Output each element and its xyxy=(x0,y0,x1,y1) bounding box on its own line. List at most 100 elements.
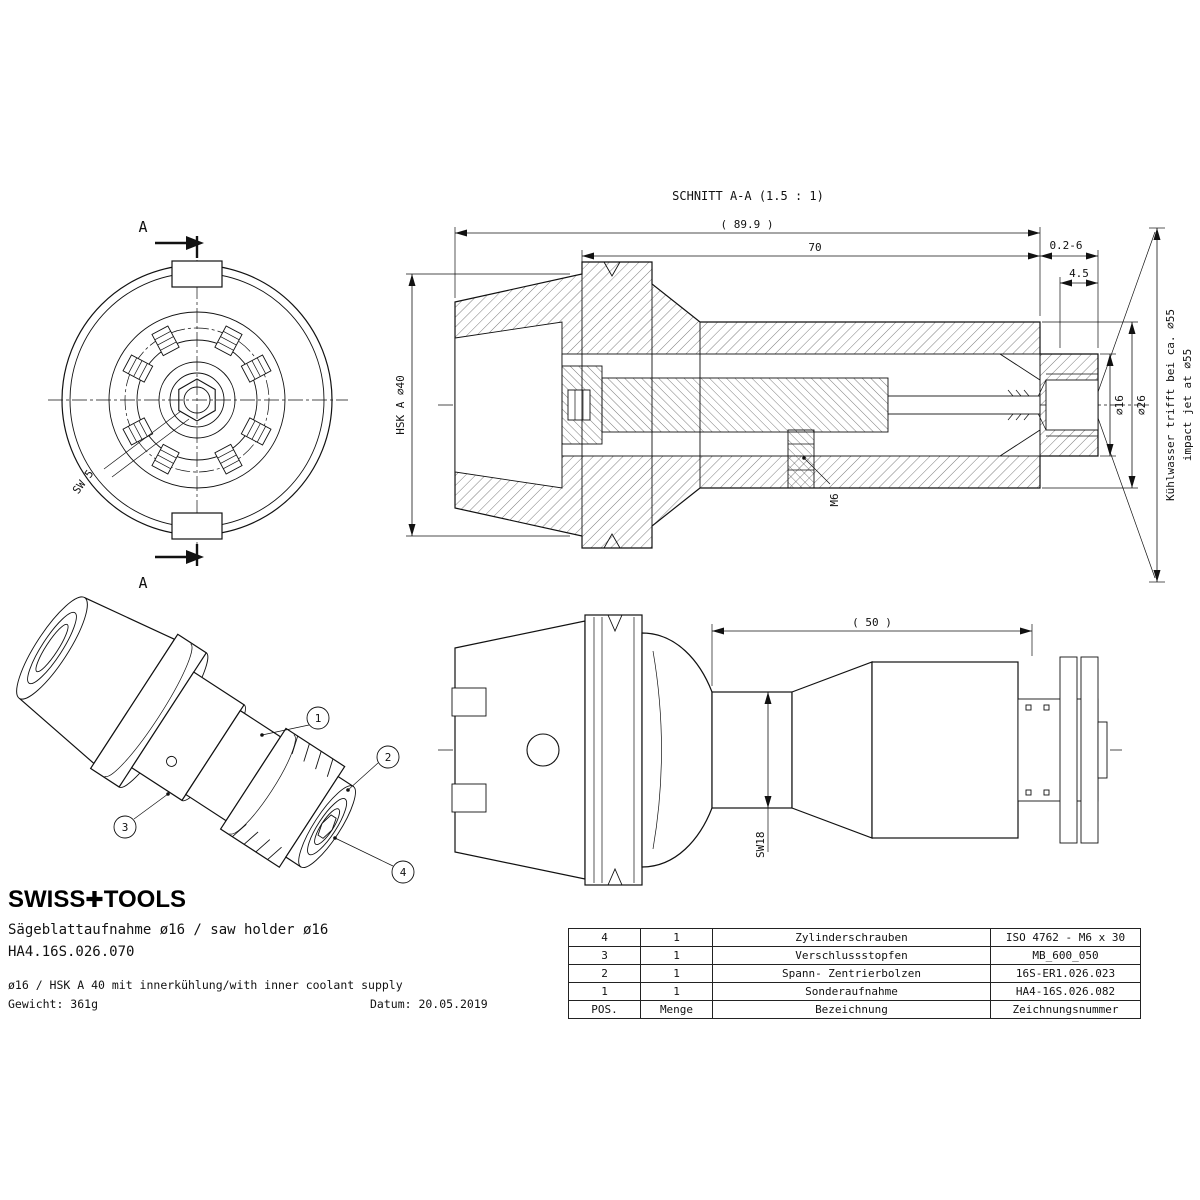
sw5-leader xyxy=(111,418,190,478)
iso-view: 1 2 3 4 xyxy=(16,596,415,884)
cell-name: Sonderaufnahme xyxy=(712,982,991,1001)
drive-slot xyxy=(451,687,487,717)
dim-70: 70 xyxy=(808,241,821,254)
balloon-4: 4 xyxy=(333,836,415,884)
part-number: HA4.16S.026.070 xyxy=(8,944,135,960)
iso-hsk-back-face xyxy=(16,596,88,700)
header-number: Zeichnungsnummer xyxy=(990,1000,1141,1019)
balance-screw xyxy=(151,325,180,357)
drive-slot-top xyxy=(171,260,223,288)
cell-name: Verschlussstopfen xyxy=(712,946,991,965)
section-label-a-bottom: A xyxy=(138,574,147,592)
bolt-circle xyxy=(124,327,270,473)
cell-qty: 1 xyxy=(640,982,713,1001)
header-name: Bezeichnung xyxy=(712,1000,991,1019)
dim-hsk: HSK A ⌀40 xyxy=(394,375,407,435)
cell-pos: 3 xyxy=(568,946,641,965)
brand-logo: SWISS✚TOOLS xyxy=(8,886,186,914)
dim-overall: ( 89.9 ) xyxy=(721,218,774,231)
dim-gap: 0.2-6 xyxy=(1049,239,1082,252)
balance-screw xyxy=(122,354,154,383)
collet-line xyxy=(999,353,1041,381)
weight-label: Gewicht: 361g xyxy=(8,997,99,1011)
table-row: 1 1 Sonderaufnahme HA4-16S.026.082 xyxy=(568,982,1141,1001)
coolant-note-de: Kühlwasser trifft bei ca. ⌀55 xyxy=(1164,309,1177,501)
iso-part xyxy=(16,596,356,868)
swiss-cross-icon: ✚ xyxy=(85,887,104,912)
dim-50: ( 50 ) xyxy=(852,616,892,629)
iso-front-face xyxy=(298,785,356,868)
hex-socket-section xyxy=(567,389,591,421)
clamp-flange-1 xyxy=(1059,656,1078,844)
drawing-description: ø16 / HSK A 40 mit innerkühlung/with inn… xyxy=(8,978,403,992)
flange-side xyxy=(584,614,643,886)
clamp-bolt xyxy=(601,377,889,433)
cell-qty: 1 xyxy=(640,964,713,983)
balance-screw xyxy=(151,443,180,475)
drawing-title: Sägeblattaufnahme ø16 / saw holder ø16 xyxy=(8,922,329,938)
m6-plug xyxy=(787,429,815,489)
cone xyxy=(791,661,873,839)
cell-name: Zylinderschrauben xyxy=(712,928,991,947)
cell-number: MB_600_050 xyxy=(990,946,1141,965)
cell-number: ISO 4762 - M6 x 30 xyxy=(990,928,1141,947)
neck-sw18 xyxy=(711,691,793,809)
side-view: ( 50 ) SW18 xyxy=(438,614,1122,886)
section-arrow-top xyxy=(155,236,204,250)
section-view: SCHNITT A-A (1.5 : 1) xyxy=(394,189,1194,583)
front-view: SW 5 A A xyxy=(48,218,348,592)
cell-number: 16S-ER1.026.023 xyxy=(990,964,1141,983)
stub-thread-bore xyxy=(1045,379,1099,431)
table-header-row: POS. Menge Bezeichnung Zeichnungsnummer xyxy=(568,1000,1141,1019)
table-row: 3 1 Verschlussstopfen MB_600_050 xyxy=(568,946,1141,965)
coolant-body xyxy=(871,661,1019,839)
dim-m6: M6 xyxy=(828,493,841,506)
drive-slot-bottom xyxy=(171,512,223,540)
cell-qty: 1 xyxy=(640,946,713,965)
cell-pos: 4 xyxy=(568,928,641,947)
balance-screw xyxy=(122,417,154,446)
dim-d26: ⌀26 xyxy=(1135,395,1148,415)
arbor-stub xyxy=(1097,721,1108,779)
balloon-4-number: 4 xyxy=(400,866,407,879)
iso-plug-hole xyxy=(166,755,177,767)
dim-tip: 4.5 xyxy=(1069,267,1089,280)
hex-socket xyxy=(178,378,216,422)
coolant-note-en: impact jet at ⌀55 xyxy=(1181,349,1194,462)
iso-hex-socket xyxy=(317,814,337,839)
balloon-1-number: 1 xyxy=(315,712,322,725)
collet-line xyxy=(999,429,1041,457)
body-bell xyxy=(641,632,713,868)
brand-logo-left: SWISS xyxy=(8,886,86,913)
cell-qty: 1 xyxy=(640,928,713,947)
section-label-a-top: A xyxy=(138,218,147,236)
cell-number: HA4-16S.026.082 xyxy=(990,982,1141,1001)
date-label: Datum: 20.05.2019 xyxy=(370,997,488,1011)
balloon-1: 1 xyxy=(260,706,330,737)
balloon-3-number: 3 xyxy=(122,821,129,834)
dim-sw18: SW18 xyxy=(754,832,767,859)
header-pos: POS. xyxy=(568,1000,641,1019)
balloon-2-number: 2 xyxy=(385,751,392,764)
section-view-title: SCHNITT A-A (1.5 : 1) xyxy=(672,189,824,203)
hsk-taper-bore xyxy=(454,321,563,489)
brand-logo-right: TOOLS xyxy=(103,886,187,913)
cell-pos: 2 xyxy=(568,964,641,983)
clamp-flange-2 xyxy=(1080,656,1099,844)
balloon-2: 2 xyxy=(346,745,400,792)
balance-screw xyxy=(214,443,243,475)
balance-screw xyxy=(214,325,243,357)
parts-table: 4 1 Zylinderschrauben ISO 4762 - M6 x 30… xyxy=(568,928,1141,1019)
sw5-leader xyxy=(103,410,182,470)
coolant-jet-line xyxy=(1097,231,1156,393)
dim-d16: ⌀16 xyxy=(1113,395,1126,415)
coolant-tube xyxy=(887,395,1041,415)
header-qty: Menge xyxy=(640,1000,713,1019)
cell-pos: 1 xyxy=(568,982,641,1001)
balance-screw xyxy=(240,417,272,446)
section-arrow-bottom xyxy=(155,550,204,564)
cell-name: Spann- Zentrierbolzen xyxy=(712,964,991,983)
balloon-3: 3 xyxy=(113,792,170,839)
table-row: 4 1 Zylinderschrauben ISO 4762 - M6 x 30 xyxy=(568,928,1141,947)
